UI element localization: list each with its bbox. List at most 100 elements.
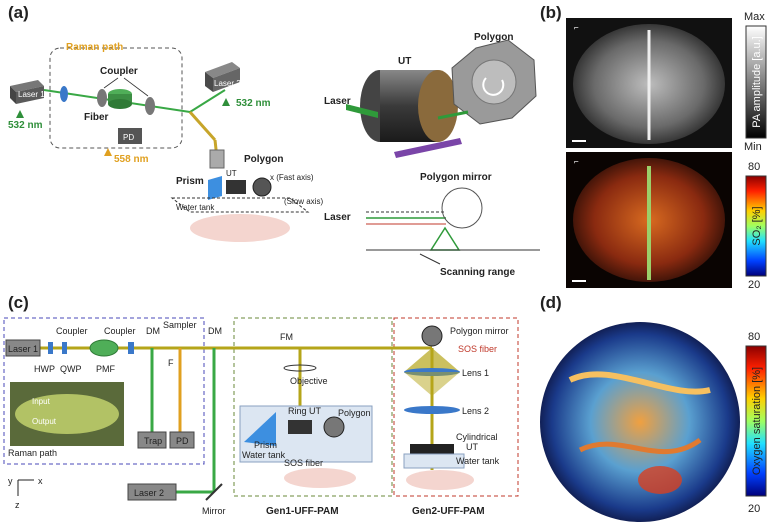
mouse-body-a xyxy=(190,214,290,242)
oxygen-colorbar xyxy=(745,345,767,497)
vessel-d-3 xyxy=(638,466,682,494)
hwp-label: HWP xyxy=(34,364,55,374)
laser-2-c xyxy=(127,483,177,501)
cylindrical-label: Cylindrical xyxy=(456,432,498,442)
mouse-gen1 xyxy=(284,468,356,488)
laser-beam-right xyxy=(346,104,378,118)
colorbar-d-top-label: 80 xyxy=(748,331,760,343)
gen2-section xyxy=(393,317,519,497)
raman-fiber-glow xyxy=(15,394,119,434)
gen1-label: Gen1-UFF-PAM xyxy=(266,506,339,517)
axis-y-label: y xyxy=(8,476,13,486)
wavelength-532-left: 532 nm xyxy=(8,120,43,131)
colorbar-max-label: Max xyxy=(744,11,765,23)
wavelength-532-right: 532 nm xyxy=(236,98,271,109)
gray-colorbar-title: PA amplitude [a.u.] xyxy=(751,36,763,128)
qwp-label: QWP xyxy=(60,364,82,374)
water-tank-label-a: Water tank xyxy=(176,203,215,212)
so2-colorbar-title: SO₂ [%] xyxy=(751,206,763,245)
scanning-range-label: Scanning range xyxy=(440,267,515,278)
lens-1-label: Lens 1 xyxy=(462,368,489,378)
polygon-label-right: Polygon xyxy=(474,32,513,43)
water-tank-label-c1: Water tank xyxy=(242,450,286,460)
polygon-mirror-label-c: Polygon mirror xyxy=(450,326,509,336)
colorbar-d-bottom-label: 20 xyxy=(748,503,760,515)
ut-label-right: UT xyxy=(398,56,411,67)
mirror-element xyxy=(205,483,223,501)
wavelength-558: 558 nm xyxy=(114,154,149,165)
ring-ut xyxy=(288,420,312,434)
green-beam-to-laser2 xyxy=(189,89,226,113)
coupler-label-c2: Coupler xyxy=(104,326,136,336)
polygon-scanner-a xyxy=(252,177,272,197)
prism-block xyxy=(208,176,222,200)
scale-bar-b-top xyxy=(572,140,586,142)
gen2-water-tank xyxy=(403,453,465,469)
fm-label: FM xyxy=(280,332,293,342)
laser-2-label-c: Laser 2 xyxy=(134,488,164,498)
coupler-2 xyxy=(145,97,155,115)
beam-to-polygon xyxy=(437,110,469,120)
trap-label: Trap xyxy=(144,436,162,446)
laser-label-scan: Laser xyxy=(324,212,351,223)
cylindrical-ut xyxy=(410,444,454,454)
ut-label-a: UT xyxy=(226,169,237,178)
coupler-1 xyxy=(97,89,107,107)
pd-label-c: PD xyxy=(176,436,189,446)
polygon-mirror-label: Polygon mirror xyxy=(420,172,492,183)
laser-1-label-c: Laser 1 xyxy=(8,344,38,354)
objective-lens xyxy=(209,149,225,169)
objective-lens-c xyxy=(283,364,317,372)
coupler-label: Coupler xyxy=(100,66,138,77)
panel-a-label: (a) xyxy=(8,3,29,22)
lens-2-element xyxy=(404,406,460,414)
fiber-label: Fiber xyxy=(84,112,109,123)
pd-box: PD xyxy=(118,128,142,144)
water-tank-label-c2: Water tank xyxy=(456,456,500,466)
gen2-label: Gen2-UFF-PAM xyxy=(412,506,485,517)
polygon-mirror-face xyxy=(471,59,517,105)
axis-glyph-b-bottom: ⌐ xyxy=(574,157,579,166)
scanning-range-pointer xyxy=(419,253,441,265)
panel-b-label: (b) xyxy=(540,3,562,22)
panel-d-label: (d) xyxy=(540,293,562,312)
panel-c-label: (c) xyxy=(8,293,29,312)
sampler-label: Sampler xyxy=(163,320,197,330)
arrow-up-icon xyxy=(16,110,24,118)
prism-c xyxy=(244,412,276,446)
oxygen-colorbar-title: Oxygen saturation [%] xyxy=(751,367,763,475)
output-label: Output xyxy=(32,417,57,426)
laser-2-box: Laser 2 xyxy=(205,62,241,92)
raman-path-label-c: Raman path xyxy=(8,448,57,458)
axis-glyph-b-top: ⌐ xyxy=(574,23,579,32)
mouse-gen2 xyxy=(406,470,474,490)
coupler-pointer-2 xyxy=(123,77,149,97)
colorbar-b-top-label: 80 xyxy=(748,161,760,173)
raman-path-box xyxy=(49,47,183,149)
rotate-arrow-icon xyxy=(482,77,505,96)
polygon-mirror-c xyxy=(421,325,443,347)
scan-triangle xyxy=(429,226,461,251)
coupler-pointer-1 xyxy=(103,77,119,89)
slow-axis-label: (Slow axis) xyxy=(284,197,323,206)
laser-1-box: Laser 1 xyxy=(10,80,45,104)
fast-axis-label: x (Fast axis) xyxy=(270,173,314,182)
pmf-label: PMF xyxy=(96,364,116,374)
prism-label-c: Prism xyxy=(254,440,277,450)
hwp-element xyxy=(48,342,53,354)
axis-x-label: x xyxy=(38,476,43,486)
ut-label-c: UT xyxy=(466,442,478,452)
polygon-schematic-circle xyxy=(441,187,483,229)
dm-label-1: DM xyxy=(146,326,160,336)
pd-label-a: PD xyxy=(123,133,134,142)
gen2-beam-converge xyxy=(404,372,460,396)
sos-fiber-label-c2: SOS fiber xyxy=(458,344,497,354)
f-label: F xyxy=(168,358,174,368)
colorbar-min-label: Min xyxy=(744,141,762,153)
polygon-c-gen1 xyxy=(323,416,345,438)
laser-label-right: Laser xyxy=(324,96,351,107)
oxygen-saturation-image xyxy=(540,322,740,522)
laser-1-c xyxy=(5,339,41,357)
